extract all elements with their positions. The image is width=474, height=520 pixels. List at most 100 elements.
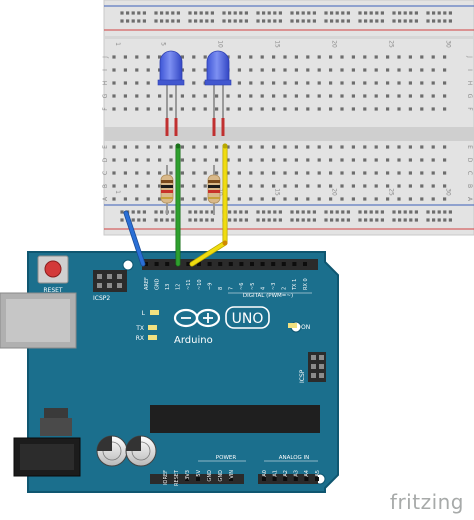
rail-hole — [154, 19, 158, 23]
breadboard-hole — [146, 94, 150, 98]
header-socket[interactable] — [154, 262, 159, 266]
breadboard-hole — [443, 55, 447, 59]
rail-hole — [210, 11, 214, 15]
breadboard-hole — [363, 171, 367, 175]
breadboard-hole — [169, 145, 173, 149]
rail-hole — [307, 210, 311, 214]
breadboard-hole — [215, 171, 219, 175]
rail-hole — [364, 11, 368, 15]
header-socket[interactable] — [196, 477, 200, 481]
breadboard-hole — [329, 197, 333, 201]
breadboard-hole — [135, 55, 139, 59]
led-tx — [148, 325, 157, 330]
breadboard-hole — [340, 145, 344, 149]
breadboard-hole — [260, 158, 264, 162]
breadboard-hole — [374, 107, 378, 111]
rail-hole — [414, 210, 418, 214]
breadboard-hole — [260, 145, 264, 149]
breadboard-hole — [351, 94, 355, 98]
header-socket[interactable] — [315, 477, 319, 481]
header-socket[interactable] — [144, 262, 148, 266]
breadboard-hole — [203, 55, 207, 59]
rail-hole — [120, 218, 124, 222]
breadboard-hole — [169, 94, 173, 98]
rail-hole — [341, 210, 345, 214]
header-socket[interactable] — [304, 477, 309, 481]
rail-hole — [137, 19, 141, 23]
header-socket[interactable] — [185, 477, 189, 481]
header-socket[interactable] — [262, 477, 266, 481]
rail-hole — [398, 19, 402, 23]
header-socket[interactable] — [165, 262, 170, 266]
icsp2-header — [93, 270, 127, 292]
column-number: 20 — [331, 188, 338, 196]
model-label: UNO — [232, 311, 264, 327]
header-socket[interactable] — [281, 262, 286, 266]
breadboard-hole — [283, 145, 287, 149]
breadboard-hole — [306, 68, 310, 72]
header-socket[interactable] — [293, 477, 298, 481]
header-socket[interactable] — [218, 262, 223, 266]
header-socket[interactable] — [228, 262, 233, 266]
breadboard-hole — [146, 158, 150, 162]
header-socket[interactable] — [260, 262, 265, 266]
header-socket[interactable] — [207, 262, 212, 266]
header-socket[interactable] — [207, 477, 211, 481]
rail-hole — [307, 218, 311, 222]
rail-hole — [256, 19, 260, 23]
pin-label: A2 — [283, 470, 289, 477]
pin-label: 12 — [176, 284, 182, 290]
breadboard-hole — [226, 107, 230, 111]
breadboard-hole — [203, 184, 207, 188]
reset-button-cap[interactable] — [44, 260, 62, 278]
breadboard-hole — [329, 94, 333, 98]
rail-hole — [414, 11, 418, 15]
header-socket[interactable] — [292, 262, 297, 266]
header-socket[interactable] — [218, 477, 222, 481]
breadboard-hole — [351, 81, 355, 85]
breadboard-hole — [135, 171, 139, 175]
rail-hole — [375, 210, 379, 214]
breadboard-hole — [294, 107, 298, 111]
rail-hole — [330, 210, 334, 214]
breadboard-hole — [408, 68, 412, 72]
rail-hole — [262, 11, 266, 15]
header-socket[interactable] — [239, 262, 244, 266]
breadboard-hole — [397, 68, 401, 72]
breadboard-hole — [386, 158, 390, 162]
header-socket[interactable] — [186, 262, 191, 266]
breadboard-hole — [386, 197, 390, 201]
row-letter: F — [466, 107, 473, 111]
breadboard-hole — [374, 197, 378, 201]
header-socket[interactable] — [174, 477, 178, 481]
rail-hole — [409, 210, 413, 214]
header-socket[interactable] — [303, 262, 307, 266]
header-socket[interactable] — [283, 477, 288, 481]
header-socket[interactable] — [271, 262, 276, 266]
rail-hole — [131, 19, 135, 23]
rail-hole — [403, 11, 407, 15]
rail-hole — [375, 19, 379, 23]
breadboard-hole — [180, 94, 184, 98]
rail-hole — [335, 218, 339, 222]
header-socket[interactable] — [272, 477, 277, 481]
resistor-1 — [160, 165, 174, 215]
header-socket[interactable] — [250, 262, 254, 266]
rail-hole — [267, 218, 271, 222]
breadboard-hole — [386, 171, 390, 175]
pin-label: AREF — [144, 277, 150, 290]
breadboard-hole — [397, 107, 401, 111]
breadboard-hole — [397, 81, 401, 85]
rail-hole — [414, 19, 418, 23]
header-socket[interactable] — [229, 477, 233, 481]
header-socket[interactable] — [163, 477, 167, 481]
breadboard-hole — [431, 158, 435, 162]
rail-hole — [364, 218, 368, 222]
rail-hole — [324, 218, 328, 222]
breadboard-hole — [226, 94, 230, 98]
header-socket[interactable] — [197, 262, 201, 266]
breadboard-hole — [203, 197, 207, 201]
rail-hole — [244, 218, 248, 222]
breadboard-hole — [363, 107, 367, 111]
